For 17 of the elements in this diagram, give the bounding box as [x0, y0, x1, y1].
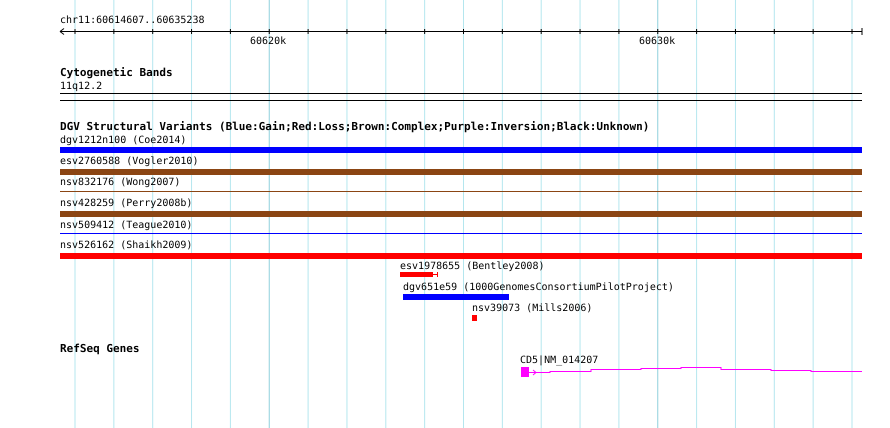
- locus-label: chr11:60614607..60635238: [60, 15, 204, 26]
- variant-label: dgv651e59 (1000GenomesConsortiumPilotProject): [403, 282, 674, 293]
- track-title: DGV Structural Variants (Blue:Gain;Red:Loss;Brown:Complex;Purple:Inversion;Black:Unknown): [60, 121, 650, 132]
- track-title: Cytogenetic Bands: [60, 67, 173, 78]
- variant-label: nsv509412 (Teague2010): [60, 220, 192, 231]
- variant-label: nsv39073 (Mills2006): [472, 303, 592, 314]
- variant-label: esv1978655 (Bentley2008): [400, 261, 544, 272]
- tick-label: 60630k: [639, 36, 676, 47]
- variant-label: nsv428259 (Perry2008b): [60, 198, 192, 209]
- band-label: 11q12.2: [60, 81, 102, 92]
- variant-label: nsv526162 (Shaikh2009): [60, 240, 192, 251]
- variant-label: esv2760588 (Vogler2010): [60, 156, 198, 167]
- tick-label: 60620k: [250, 36, 286, 47]
- track-title: RefSeq Genes: [60, 343, 140, 354]
- variant-label: nsv832176 (Wong2007): [60, 177, 180, 188]
- gene-label: CD5|NM_014207: [520, 355, 598, 366]
- variant-label: dgv1212n100 (Coe2014): [60, 135, 186, 146]
